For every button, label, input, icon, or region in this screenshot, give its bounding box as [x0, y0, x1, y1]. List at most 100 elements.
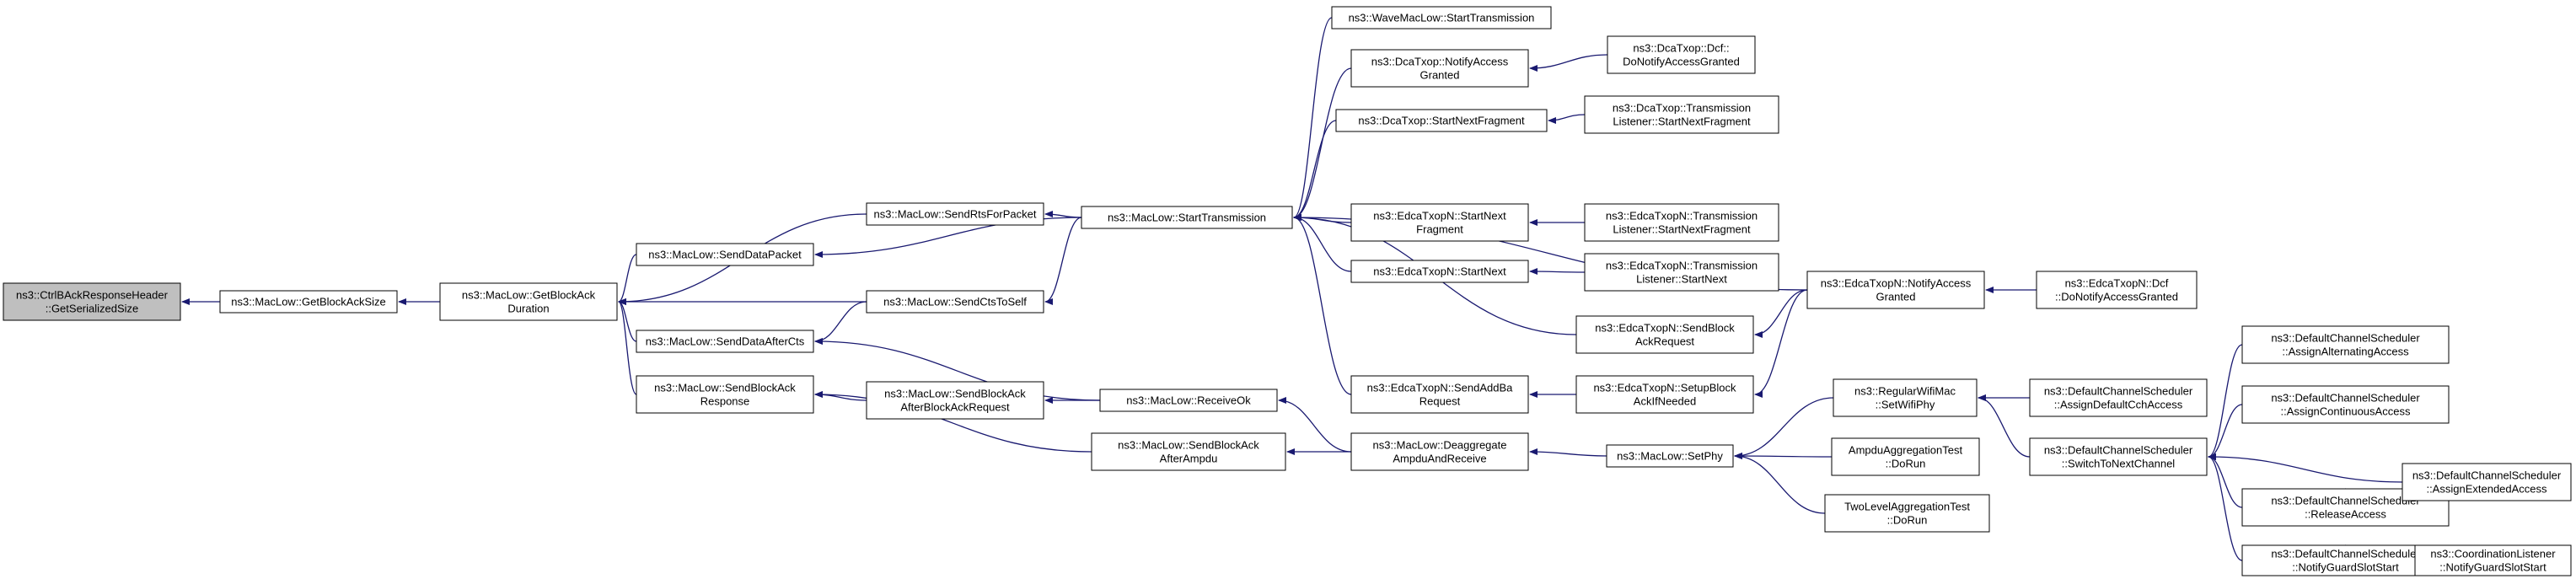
graph-node-assign-continuous[interactable]: ns3::DefaultChannelScheduler::AssignCont… [2241, 385, 2450, 424]
node-label: ::AssignDefaultCchAccess [2054, 399, 2183, 411]
node-label: ::DoNotifyAccessGranted [2055, 291, 2178, 303]
node-label: ns3::MacLow::ReceiveOk [1126, 394, 1251, 407]
graph-node-ampdu-do-run[interactable]: AmpduAggregationTest::DoRun [1831, 437, 1980, 476]
node-label: ns3::DefaultChannelScheduler [2271, 495, 2420, 507]
graph-node-wave-start-transmission[interactable]: ns3::WaveMacLow::StartTransmission [1331, 6, 1552, 29]
call-edge-send-block-ack-after-ampdu-to-send-block-ack-response [814, 391, 1092, 453]
call-edge-wave-start-transmission-to-start-transmission [1293, 17, 1333, 221]
graph-node-dca-start-next-fragment[interactable]: ns3::DcaTxop::StartNextFragment [1335, 109, 1548, 132]
node-label: AfterBlockAckRequest [900, 401, 1010, 414]
node-label: ::DoRun [1887, 514, 1928, 527]
node-label: ns3::MacLow::SendBlockAck [1118, 439, 1259, 452]
node-label: TwoLevelAggregationTest [1844, 501, 1970, 513]
node-box [636, 375, 814, 414]
graph-node-send-cts-to-self[interactable]: ns3::MacLow::SendCtsToSelf [866, 290, 1044, 314]
graph-node-tl-start-next-fragment1[interactable]: ns3::DcaTxop::TransmissionListener::Star… [1584, 95, 1779, 134]
node-label: ns3::RegularWifiMac [1854, 385, 1956, 398]
node-label: ::DoRun [1886, 458, 1926, 470]
node-label: ns3::MacLow::Deaggregate [1373, 439, 1507, 452]
node-box [866, 290, 1044, 314]
node-box [2029, 437, 2208, 476]
graph-node-switch-to-next-channel[interactable]: ns3::DefaultChannelScheduler::SwitchToNe… [2029, 437, 2208, 476]
node-label: Granted [1876, 291, 1916, 303]
call-edge-regular-set-wifi-phy-to-set-phy [1734, 397, 1834, 459]
node-label: ns3::DefaultChannelScheduler [2271, 392, 2420, 405]
graph-node-regular-set-wifi-phy[interactable]: ns3::RegularWifiMac::SetWifiPhy [1833, 378, 1978, 417]
node-label: Fragment [1416, 223, 1463, 236]
graph-node-tl-start-next[interactable]: ns3::EdcaTxopN::TransmissionListener::St… [1584, 253, 1779, 292]
node-box [2241, 325, 2450, 364]
node-box [439, 282, 618, 321]
node-box [1806, 271, 1985, 309]
call-edge-ampdu-do-run-to-set-phy [1734, 453, 1833, 460]
node-label: Response [700, 395, 750, 408]
graph-node-assign-extended[interactable]: ns3::DefaultChannelScheduler::AssignExte… [2402, 463, 2572, 501]
node-box [1091, 432, 1286, 471]
call-edge-set-phy-to-deaggregate [1529, 448, 1607, 457]
graph-node-two-level-do-run[interactable]: TwoLevelAggregationTest::DoRun [1824, 494, 1990, 533]
node-label: ns3::MacLow::SendCtsToSelf [883, 296, 1027, 308]
graph-node-send-data-after-cts[interactable]: ns3::MacLow::SendDataAfterCts [636, 330, 814, 353]
call-edge-dca-notify-access-granted-to-start-transmission [1293, 67, 1352, 221]
graph-node-edca-start-next[interactable]: ns3::EdcaTxopN::StartNext [1350, 260, 1529, 283]
graph-node-send-rts-for-packet[interactable]: ns3::MacLow::SendRtsForPacket [866, 202, 1044, 226]
graph-node-coord-notify-guard-slot-start[interactable]: ns3::CoordinationListener::NotifyGuardSl… [2414, 544, 2572, 576]
node-box [2414, 544, 2572, 576]
node-box [1350, 49, 1529, 88]
node-box [1833, 378, 1978, 417]
graph-node-assign-default-cch[interactable]: ns3::DefaultChannelScheduler::AssignDefa… [2029, 378, 2208, 417]
node-box [2036, 271, 2198, 309]
node-label: ns3::EdcaTxopN::SendAddBa [1367, 382, 1513, 394]
node-label: ns3::EdcaTxopN::Transmission [1606, 260, 1758, 272]
node-label: ns3::EdcaTxopN::NotifyAccess [1821, 277, 1972, 290]
graph-node-assign-alternating[interactable]: ns3::DefaultChannelScheduler::AssignAlte… [2241, 325, 2450, 364]
graph-node-receive-ok[interactable]: ns3::MacLow::ReceiveOk [1099, 389, 1278, 412]
graph-node-send-block-ack-after-block-ack-request[interactable]: ns3::MacLow::SendBlockAckAfterBlockAckRe… [866, 381, 1044, 420]
graph-node-release-access[interactable]: ns3::DefaultChannelScheduler::ReleaseAcc… [2241, 488, 2450, 527]
graph-node-edca-start-next-fragment[interactable]: ns3::EdcaTxopN::StartNextFragment [1350, 203, 1529, 242]
node-box [1335, 109, 1548, 132]
node-label: ns3::EdcaTxopN::StartNext [1373, 210, 1506, 222]
node-label: ns3::MacLow::GetBlockAck [462, 289, 596, 302]
node-label: DoNotifyAccessGranted [1623, 56, 1740, 68]
graph-node-root[interactable]: ns3::CtrlBAckResponseHeader::GetSerializ… [3, 282, 181, 321]
node-label: AmpduAggregationTest [1849, 444, 1963, 457]
node-label: ns3::DefaultChannelScheduler [2044, 385, 2193, 398]
call-edge-receive-ok-to-send-data-after-cts [814, 338, 1101, 401]
node-label: Listener::StartNextFragment [1613, 115, 1751, 128]
node-box [2241, 385, 2450, 424]
node-label: Duration [507, 303, 549, 315]
graph-node-set-phy[interactable]: ns3::MacLow::SetPhy [1606, 444, 1734, 468]
node-label: Listener::StartNext [1636, 273, 1727, 286]
node-label: ns3::DefaultChannelScheduler [2271, 548, 2420, 560]
node-label: AmpduAndReceive [1393, 453, 1486, 465]
call-edge-two-level-do-run-to-set-phy [1734, 453, 1826, 514]
graph-node-edca-dcf-do-notify[interactable]: ns3::EdcaTxopN::Dcf::DoNotifyAccessGrant… [2036, 271, 2198, 309]
graph-node-send-data-packet[interactable]: ns3::MacLow::SendDataPacket [636, 243, 814, 266]
call-edge-edca-send-add-ba-request-to-start-transmission [1293, 214, 1352, 395]
node-box [1350, 203, 1529, 242]
graph-node-edca-notify-access-granted[interactable]: ns3::EdcaTxopN::NotifyAccessGranted [1806, 271, 1985, 309]
node-box [1606, 444, 1734, 468]
node-box [1575, 375, 1754, 414]
graph-node-start-transmission[interactable]: ns3::MacLow::StartTransmission [1081, 206, 1293, 229]
graph-node-dcf-do-notify-access-granted[interactable]: ns3::DcaTxop::Dcf::DoNotifyAccessGranted [1607, 35, 1756, 74]
node-box [866, 381, 1044, 420]
node-label: ns3::MacLow::StartTransmission [1108, 212, 1266, 224]
node-box [636, 243, 814, 266]
call-edge-tl-start-next-to-edca-start-next [1529, 268, 1586, 276]
node-label: ns3::DefaultChannelScheduler [2271, 332, 2420, 345]
node-box [219, 290, 398, 314]
call-edge-tl-start-next-fragment1-to-dca-start-next-fragment [1548, 114, 1586, 124]
graph-node-dca-notify-access-granted[interactable]: ns3::DcaTxop::NotifyAccessGranted [1350, 49, 1529, 88]
node-label: ns3::DefaultChannelScheduler [2412, 469, 2562, 482]
graph-node-tl-start-next-fragment2[interactable]: ns3::EdcaTxopN::TransmissionListener::St… [1584, 203, 1779, 242]
graph-node-get-block-ack-size[interactable]: ns3::MacLow::GetBlockAckSize [219, 290, 398, 314]
